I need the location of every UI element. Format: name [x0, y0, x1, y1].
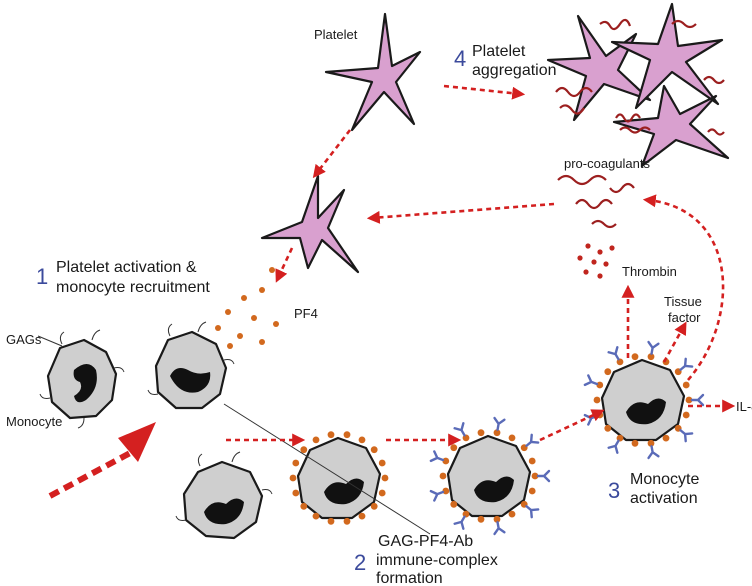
pf4-particle [631, 439, 639, 447]
pf4-particle [358, 436, 366, 444]
antibody-icon [429, 486, 446, 502]
monocyte-pf4-coated [289, 431, 389, 525]
pf4-particle [647, 439, 655, 447]
resting-platelet [324, 12, 422, 132]
pf4-particle [450, 444, 458, 452]
thrombin-dots [577, 243, 615, 279]
antibody-icon [645, 340, 660, 356]
antibody-icon [690, 393, 705, 407]
pf4-particle [528, 487, 536, 495]
pro-coagulants [557, 174, 635, 229]
pf4-particle [289, 474, 297, 482]
gags-label: GAGs [6, 332, 42, 347]
step-3-line1: Monocyte [630, 471, 699, 488]
step-2-line3: formation [376, 570, 443, 586]
step-4-number: 4 [454, 46, 466, 71]
recruitment-arrow [48, 422, 156, 499]
pf4-particle [358, 512, 366, 520]
pf4-particle [378, 459, 386, 467]
pf4-particle [343, 517, 351, 525]
pf4-particle [528, 457, 536, 465]
pf4-particle [685, 396, 693, 404]
pf4-particle [300, 502, 308, 510]
antibody-icon [583, 374, 600, 390]
step-4-line2: aggregation [472, 62, 557, 79]
monocyte-activated [583, 340, 705, 460]
pf4-particle [508, 510, 516, 518]
pf4-particle [381, 474, 389, 482]
pf4-particle [531, 472, 539, 480]
antibody-icon [583, 410, 600, 426]
monocyte-lower [175, 451, 273, 540]
pf4-particle [327, 431, 335, 439]
step-2-line2: immune-complex [376, 552, 498, 569]
step-3-line2: activation [630, 490, 698, 507]
step-2-line1: GAG-PF4-Ab [378, 533, 473, 550]
pro-coagulants-label: pro-coagulants [564, 156, 650, 171]
pf4-particle [604, 368, 612, 376]
pf4-particle [508, 434, 516, 442]
monocyte-recruited [147, 321, 235, 410]
step-3-number: 3 [608, 478, 620, 503]
pf4-particle [596, 381, 604, 389]
step-1-line2: monocyte recruitment [56, 279, 210, 296]
pf4-particle [662, 434, 670, 442]
pf4-particle [493, 515, 501, 523]
arrows [226, 84, 736, 447]
antibody-icon [491, 520, 506, 536]
pf4-particle [477, 429, 485, 437]
thrombin-label: Thrombin [622, 264, 677, 279]
activated-platelet [260, 174, 360, 274]
step-2-number: 2 [354, 550, 366, 575]
pf4-particle [631, 353, 639, 361]
pf4-particle [370, 446, 378, 454]
label-leader-line [223, 403, 431, 535]
pf4-particle [442, 487, 450, 495]
pf4-particle [442, 457, 450, 465]
pf4-particle [593, 396, 601, 404]
step-4-line1: Platelet [472, 43, 526, 60]
antibody-icon [645, 444, 660, 460]
pf4-particle [300, 446, 308, 454]
monocyte-immune-complex [429, 416, 551, 536]
il8-label: IL-8 [736, 399, 752, 414]
pf4-particle [477, 515, 485, 523]
step-1-line1: Platelet activation & [56, 259, 197, 276]
pf4-particle [378, 489, 386, 497]
pf4-particle [682, 381, 690, 389]
pf4-particle [370, 502, 378, 510]
tissue-factor-label-2: factor [668, 310, 701, 325]
pf4-particle [343, 431, 351, 439]
pf4-particle [292, 489, 300, 497]
aggregated-platelets [546, 2, 730, 168]
pf4-particle [604, 424, 612, 432]
pf4-particle [682, 411, 690, 419]
pf4-particle [327, 517, 335, 525]
platelet-label: Platelet [314, 27, 358, 42]
monocyte-label: Monocyte [6, 414, 62, 429]
pf4-dots [215, 267, 279, 349]
monocyte-resting [39, 329, 125, 429]
antibody-icon [491, 416, 506, 432]
step-1-number: 1 [36, 264, 48, 289]
antibody-icon [536, 469, 551, 483]
antibody-icon [429, 450, 446, 466]
pf4-particle [647, 353, 655, 361]
pf4-particle [493, 429, 501, 437]
pf4-particle [312, 436, 320, 444]
pf4-label: PF4 [294, 306, 318, 321]
pf4-particle [439, 472, 447, 480]
pf4-particle [292, 459, 300, 467]
tissue-factor-label-1: Tissue [664, 294, 702, 309]
pf4-particle [450, 500, 458, 508]
pf4-particle [312, 512, 320, 520]
